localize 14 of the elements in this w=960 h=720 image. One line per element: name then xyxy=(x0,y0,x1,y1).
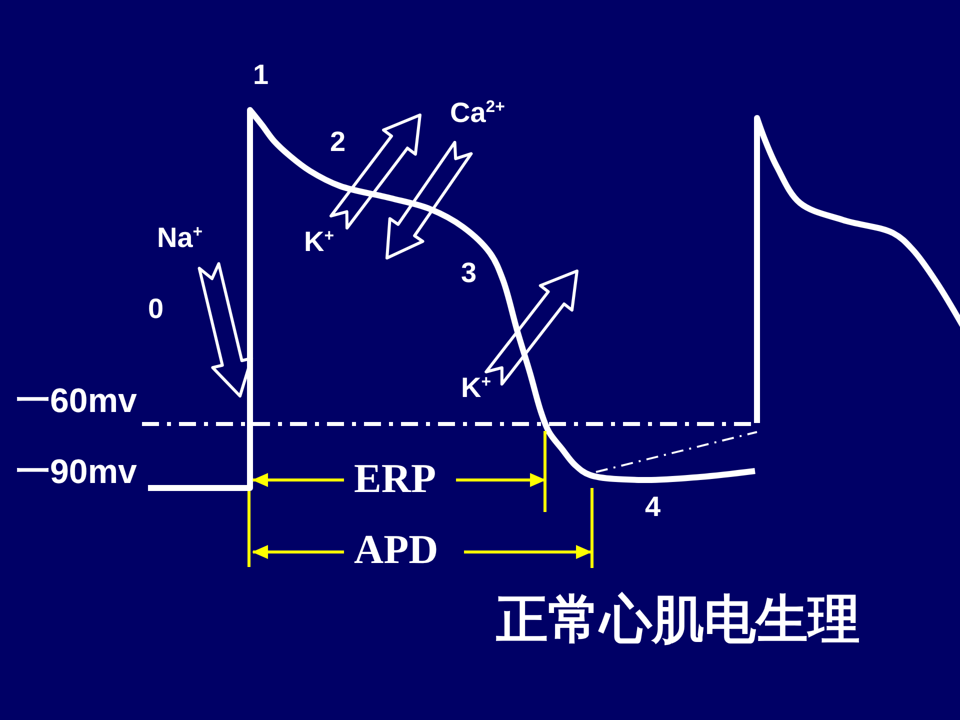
interval-label: APD xyxy=(354,529,438,570)
phase-number: 1 xyxy=(253,61,269,89)
phase-number: 4 xyxy=(645,493,661,521)
ion-label: Ca$^{2+}$ xyxy=(450,99,505,127)
voltage-label: 一90mv xyxy=(16,455,137,489)
ion-label: K$^{+}$ xyxy=(461,374,492,402)
phase-number: 0 xyxy=(148,295,164,323)
ion-label: K$^{+}$ xyxy=(304,228,334,256)
voltage-label: 一60mv xyxy=(16,384,137,418)
interval-label: ERP xyxy=(354,458,436,499)
ion-label: Na$^{+}$ xyxy=(157,224,203,252)
title: 正常心肌电生理 xyxy=(496,594,860,646)
phase-number: 3 xyxy=(461,259,477,287)
phase-number: 2 xyxy=(330,128,346,156)
